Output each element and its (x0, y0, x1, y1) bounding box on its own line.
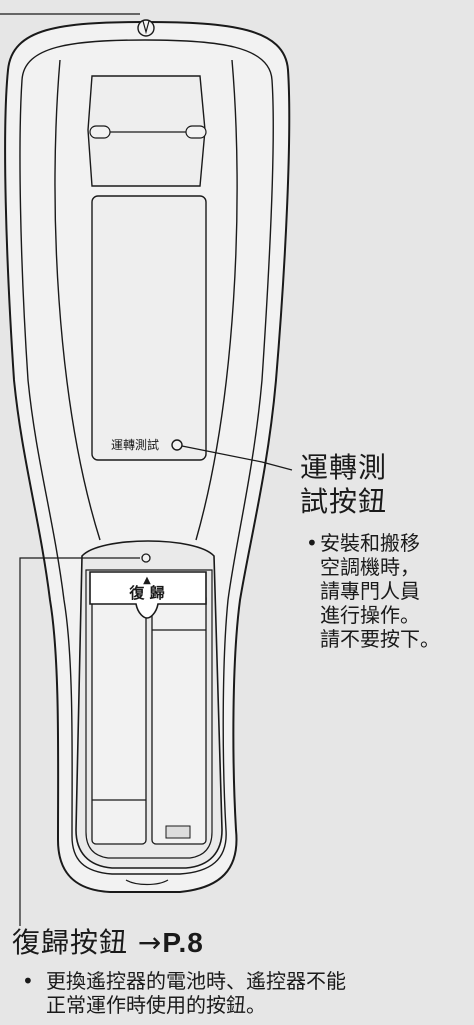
battery-right (151, 593, 207, 845)
side-rail-right (195, 59, 238, 541)
reset-note-line: 正常運作時使用的按鈕。 (46, 993, 266, 1017)
test-run-note-line: •安裝和搬移 (306, 531, 420, 555)
reset-leader-line (19, 557, 140, 926)
hang-hole (137, 19, 155, 37)
test-run-leader-line (181, 445, 293, 471)
battery-left (91, 593, 147, 845)
reset-cover-label: 復 歸 (128, 584, 164, 602)
test-run-callout-note: •安裝和搬移 空調機時， 請專門人員 進行操作。 請不要按下。 (306, 531, 474, 651)
reset-arrow: → (137, 926, 163, 959)
battery-inner-wall (85, 569, 213, 859)
reset-callout-title: 復歸按鈕 →P.8 (12, 926, 204, 960)
side-rail-left (54, 59, 101, 541)
reset-cover-arrow: ▲ (143, 575, 151, 586)
test-run-note-line: 請不要按下。 (320, 627, 440, 651)
battery-right-terminal (165, 825, 191, 839)
reset-callout-note: •更換遙控器的電池時、遙控器不能 正常運作時使用的按鈕。 (22, 969, 472, 1017)
mount-clip-right (185, 125, 207, 139)
test-run-label: 運轉測試 (111, 437, 159, 452)
test-run-callout-title-line2: 試按鈕 (300, 485, 388, 518)
test-run-button[interactable] (171, 439, 183, 451)
reset-note-line: •更換遙控器的電池時、遙控器不能 (22, 969, 346, 993)
reset-cover (89, 571, 207, 619)
remote-inner-groove (19, 39, 274, 875)
mount-bracket (87, 75, 206, 187)
bullet-dot: • (22, 969, 34, 993)
reset-title-text: 復歸按鈕 (12, 926, 129, 959)
reset-button[interactable] (141, 553, 151, 563)
test-run-callout-title-line1: 運轉測 (300, 451, 388, 484)
test-run-panel (91, 195, 207, 461)
hang-hole-inner (142, 20, 150, 35)
mount-clip-left (89, 125, 111, 139)
reset-page-ref: P.8 (162, 927, 204, 958)
test-run-note-line: 請專門人員 (320, 579, 420, 603)
remote-bottom-lip (125, 879, 169, 886)
test-run-note-line: 進行操作。 (320, 603, 420, 627)
bullet-dot: • (306, 531, 318, 555)
test-run-note-line: 空調機時， (320, 555, 420, 579)
